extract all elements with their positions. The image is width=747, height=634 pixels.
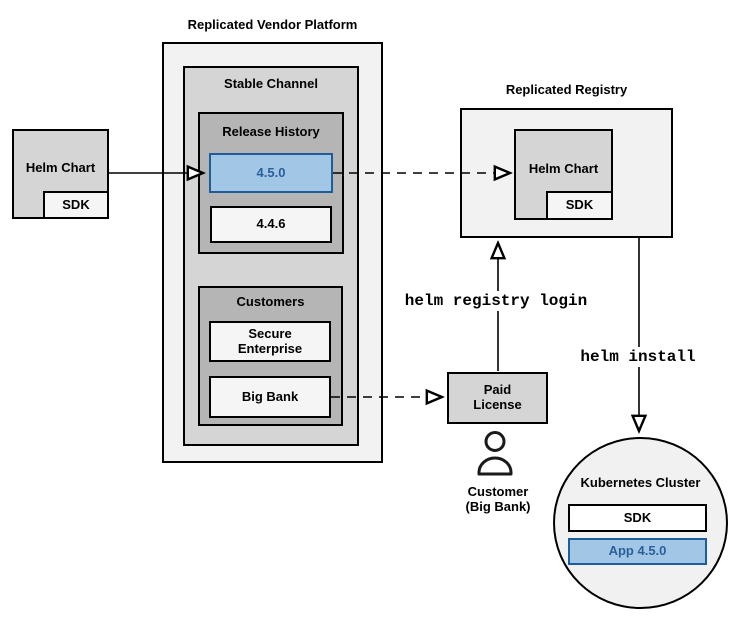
- release-history-label: Release History: [222, 124, 320, 139]
- command-helm-install: helm install: [577, 347, 699, 367]
- kubernetes-sdk-label: SDK: [623, 509, 652, 525]
- release-version-446: 4.4.6: [210, 206, 332, 243]
- customer-big-bank-box: Big Bank: [209, 376, 331, 418]
- release-version-446-label: 4.4.6: [256, 216, 286, 232]
- kubernetes-app-box: App 4.5.0: [568, 538, 707, 565]
- vendor-platform-title: Replicated Vendor Platform: [187, 17, 358, 32]
- customers-label: Customers: [236, 294, 305, 309]
- helm-chart-source-label: Helm Chart: [25, 159, 96, 175]
- release-version-450-label: 4.5.0: [256, 164, 286, 180]
- customer-secure-enterprise-box: Secure Enterprise: [209, 321, 331, 362]
- registry-title: Replicated Registry: [505, 82, 628, 97]
- customer-caption-line2: (Big Bank): [465, 498, 531, 514]
- kubernetes-sdk-box: SDK: [568, 504, 707, 532]
- kubernetes-cluster-title: Kubernetes Cluster: [580, 475, 701, 490]
- customer-person-icon: [477, 431, 513, 476]
- kubernetes-app-label: App 4.5.0: [608, 543, 667, 559]
- stable-channel-label: Stable Channel: [224, 76, 318, 91]
- customer-secure-enterprise-label: Secure Enterprise: [237, 325, 303, 356]
- customer-caption: Customer (Big Bank): [448, 484, 548, 515]
- registry-helm-chart-label: Helm Chart: [528, 161, 599, 177]
- registry-sdk-label: SDK: [565, 197, 594, 213]
- helm-chart-source-sdk-label: SDK: [62, 196, 90, 212]
- helm-chart-source-sdk-box: SDK: [43, 191, 109, 219]
- command-helm-registry-login: helm registry login: [401, 291, 591, 311]
- paid-license-label: Paid License: [473, 382, 522, 412]
- release-version-450: 4.5.0: [209, 153, 333, 193]
- customer-big-bank-label: Big Bank: [241, 388, 299, 404]
- registry-sdk-box: SDK: [546, 191, 613, 220]
- customer-caption-line1: Customer: [467, 484, 529, 499]
- paid-license-box: Paid License: [447, 372, 548, 424]
